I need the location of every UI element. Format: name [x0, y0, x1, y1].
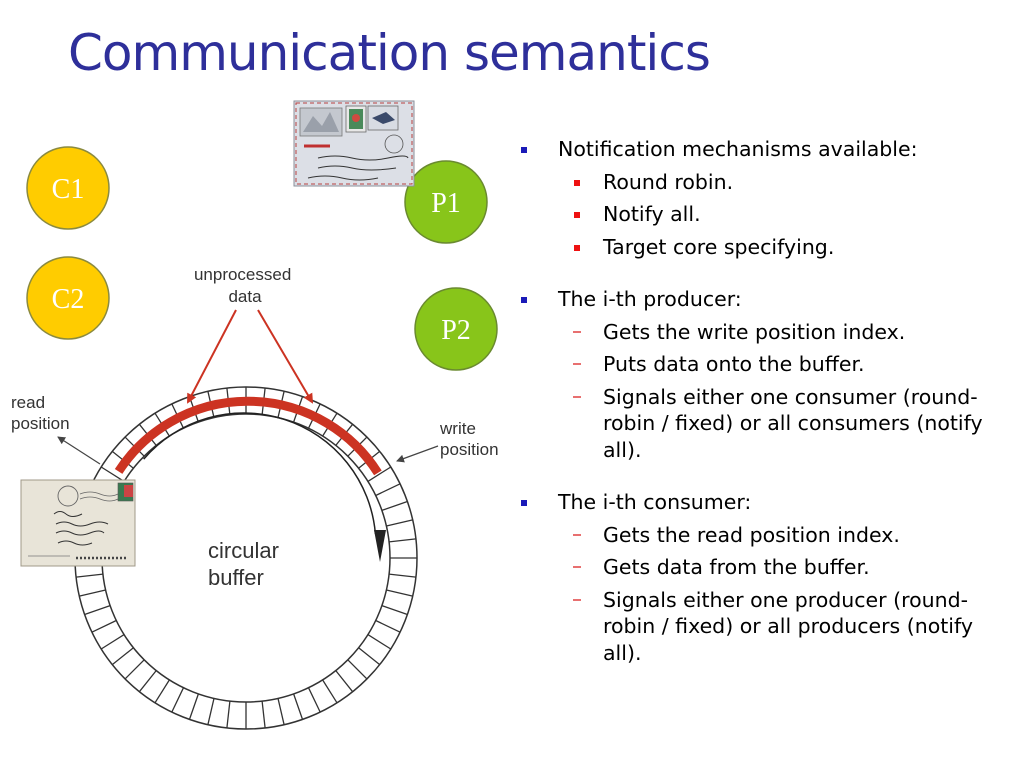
sub-bullet-text: Gets the write position index.: [603, 319, 906, 344]
unprocessed-label: unprocessed data: [194, 265, 296, 306]
buffer-slot-divider: [76, 573, 103, 578]
dash-bullet-icon: [573, 395, 581, 398]
sub-bullet-item: Gets data from the buffer.: [518, 554, 1008, 581]
bullet-group: Notification mechanisms available: Round …: [518, 136, 1008, 260]
unprocessed-arrow-left: [187, 309, 237, 404]
buffer-slot-divider: [226, 701, 231, 728]
node-c1: C1: [26, 146, 110, 230]
sub-bullet-item: Notify all.: [518, 201, 1008, 228]
envelope-image: [20, 479, 136, 567]
bullet-item: The i-th consumer:: [518, 489, 1008, 516]
sub-bullet-text: Signals either one producer (round-robin…: [603, 587, 973, 665]
buffer-slot-divider: [381, 604, 408, 616]
circulation-arrow: [143, 412, 386, 562]
buffer-slot-divider: [389, 573, 416, 578]
buffer-slot-divider: [307, 687, 321, 713]
sub-bullet-text: Gets data from the buffer.: [603, 555, 870, 579]
bullet-text: Notification mechanisms available:: [558, 137, 918, 161]
write-position-label: write position: [439, 419, 499, 459]
buffer-slot-divider: [367, 466, 392, 482]
sub-bullet-item: Round robin.: [518, 169, 1008, 196]
buffer-slot-divider: [261, 701, 266, 728]
bullet-list: Notification mechanisms available: Round …: [518, 136, 1008, 692]
sub-bullet-text: Gets the read position index.: [603, 522, 900, 547]
dash-bullet-icon: [573, 363, 581, 365]
read-position-arrow: [57, 436, 101, 465]
bullet-item: The i-th producer:: [518, 286, 1008, 313]
circular-buffer-label: circular buffer: [208, 538, 285, 590]
buffer-slot-divider: [188, 693, 200, 720]
buffer-slot-divider: [138, 670, 157, 693]
buffer-slot-divider: [389, 538, 416, 543]
buffer-slot-divider: [347, 659, 368, 680]
buffer-slot-divider: [91, 619, 117, 633]
bullet-group: The i-th producer: Gets the write positio…: [518, 286, 1008, 463]
sub-bullet-item: Gets the read position index.: [518, 522, 1008, 549]
node-p2: P2: [414, 287, 498, 371]
svg-text:C1: C1: [52, 174, 85, 205]
buffer-slot-divider: [100, 466, 125, 482]
svg-text:P2: P2: [441, 315, 471, 346]
buffer-slot-divider: [367, 634, 392, 650]
square-bullet-icon: [574, 179, 580, 186]
buffer-slot-divider: [386, 589, 413, 597]
square-bullet-icon: [521, 500, 527, 506]
sub-bullet-text: Signals either one consumer (round-robin…: [603, 384, 983, 462]
envelope-image: [293, 100, 415, 187]
square-bullet-icon: [521, 297, 527, 303]
buffer-slot-divider: [322, 679, 338, 704]
square-bullet-icon: [521, 147, 527, 153]
svg-text:C2: C2: [52, 284, 85, 315]
buffer-slot-divider: [100, 634, 125, 650]
node-p1: P1: [404, 160, 488, 244]
read-position-label: read position: [11, 393, 70, 433]
sub-bullet-item: Signals either one consumer (round-robin…: [518, 384, 1008, 464]
sub-bullet-text: Round robin.: [603, 169, 734, 194]
dash-bullet-icon: [573, 533, 581, 536]
sub-bullet-text: Target core specifying.: [603, 234, 835, 259]
dash-bullet-icon: [573, 598, 581, 601]
sub-bullet-item: Gets the write position index.: [518, 319, 1008, 346]
dash-bullet-icon: [573, 330, 581, 333]
bullet-text: The i-th consumer:: [558, 490, 752, 514]
square-bullet-icon: [574, 244, 580, 251]
buffer-slot-divider: [79, 589, 106, 597]
buffer-slot-divider: [375, 483, 401, 497]
buffer-slot-divider: [124, 659, 145, 680]
sub-bullet-text: Notify all.: [603, 202, 701, 226]
write-position-arrow: [396, 445, 439, 463]
sub-bullet-item: Puts data onto the buffer.: [518, 351, 1008, 378]
sub-bullet-item: Target core specifying.: [518, 234, 1008, 261]
unprocessed-data-band: [114, 396, 382, 476]
buffer-slot-divider: [84, 604, 111, 616]
slide-title: Communication semantics: [68, 24, 711, 82]
buffer-slot-divider: [335, 670, 354, 693]
square-bullet-icon: [574, 212, 580, 218]
bullet-item: Notification mechanisms available:: [518, 136, 1008, 163]
buffer-slot-divider: [386, 519, 413, 527]
buffer-slot-divider: [111, 647, 134, 666]
buffer-slot-divider: [358, 647, 381, 666]
bullet-text: The i-th producer:: [558, 287, 742, 311]
buffer-slot-divider: [292, 693, 304, 720]
svg-text:P1: P1: [431, 188, 461, 219]
buffer-slot-divider: [277, 698, 285, 725]
buffer-slot-divider: [375, 619, 401, 633]
node-c2: C2: [26, 256, 110, 340]
sub-bullet-text: Puts data onto the buffer.: [603, 352, 865, 376]
buffer-slot-divider: [171, 687, 185, 713]
dash-bullet-icon: [573, 566, 581, 568]
buffer-slot-divider: [381, 500, 408, 512]
buffer-slot-divider: [207, 698, 215, 725]
buffer-slot-divider: [154, 679, 170, 704]
sub-bullet-item: Signals either one producer (round-robin…: [518, 587, 1008, 667]
unprocessed-arrow-right: [257, 309, 314, 404]
bullet-group: The i-th consumer: Gets the read position…: [518, 489, 1008, 666]
